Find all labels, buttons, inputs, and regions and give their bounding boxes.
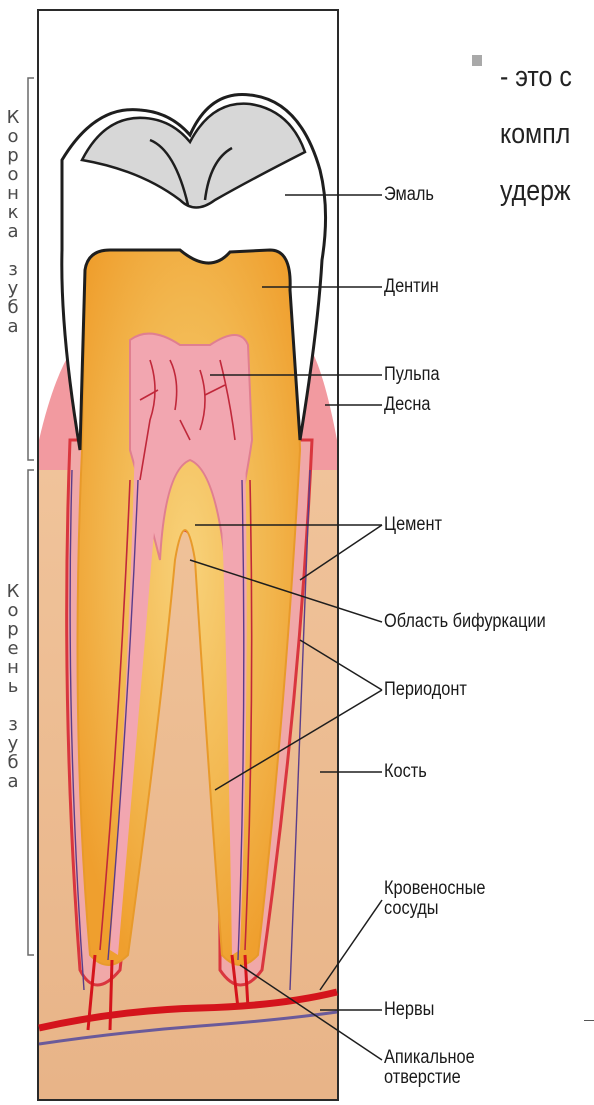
label-gum: Десна — [384, 394, 430, 415]
label-periodont: Периодонт — [384, 679, 467, 700]
label-dentin: Дентин — [384, 276, 439, 297]
label-nerves: Нервы — [384, 999, 434, 1020]
side-brackets — [28, 78, 34, 955]
label-vessels-line1: Кровеносные — [384, 878, 485, 899]
slide-text-line2: компл — [500, 117, 570, 151]
side-label-crown: К о р о н к а з у б а — [0, 108, 26, 336]
label-vessels-line2: сосуды — [384, 898, 439, 919]
slide-text-line3: удерж — [500, 174, 571, 208]
label-bone: Кость — [384, 761, 427, 782]
side-label-root: К о р е н ь з у б а — [0, 582, 26, 791]
label-apical-line2: отверстие — [384, 1067, 461, 1088]
label-bifurcation: Область бифуркации — [384, 611, 546, 632]
label-pulp: Пульпа — [384, 364, 440, 385]
dash-mark — [584, 1020, 594, 1021]
slide-text-line1: - это с — [500, 60, 572, 94]
label-enamel: Эмаль — [384, 184, 434, 205]
bullet-icon — [472, 55, 482, 66]
label-apical-line1: Апикальное — [384, 1047, 475, 1068]
label-cement: Цемент — [384, 514, 442, 535]
